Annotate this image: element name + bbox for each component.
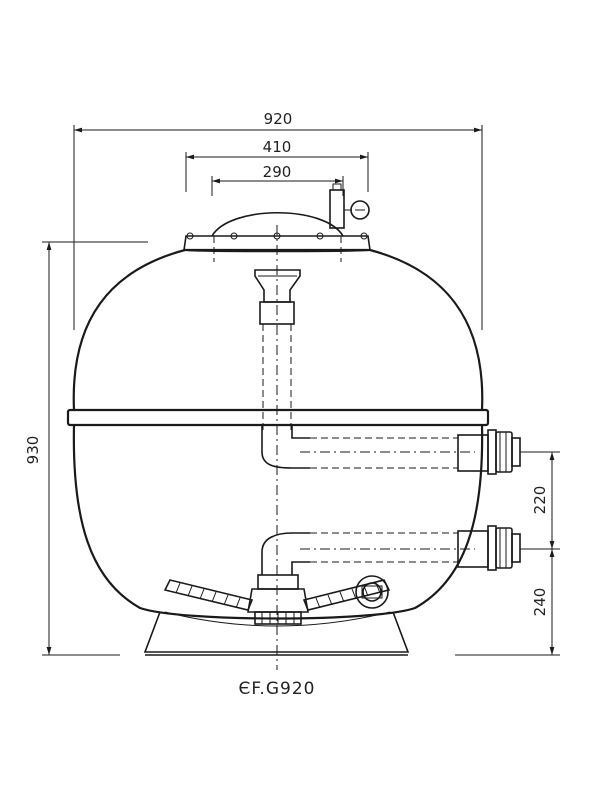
model-label: ЄF.G920: [239, 679, 316, 699]
lower-port-pipe: [261, 525, 521, 575]
dim-label-290: 290: [263, 163, 292, 181]
pressure-gauge: [329, 183, 370, 229]
inlet-diffuser: [254, 269, 301, 430]
dimension-inner-width: 290: [211, 163, 344, 196]
dim-label-240: 240: [531, 588, 549, 617]
lateral-left: [163, 579, 254, 611]
drain-valve: [355, 575, 389, 609]
dimension-flange-width: 410: [185, 138, 369, 192]
dim-label-410: 410: [263, 138, 292, 156]
collector-hub: [247, 574, 309, 625]
dimension-overall-width: 920: [73, 110, 483, 330]
dim-label-930: 930: [24, 436, 42, 465]
dim-label-920: 920: [264, 110, 293, 128]
dim-label-220: 220: [531, 486, 549, 515]
upper-port-pipe: [261, 425, 521, 475]
filter-tank: [66, 248, 490, 620]
dimension-port-heights: 220 240: [455, 451, 560, 656]
dimension-overall-height: 930: [24, 241, 148, 656]
